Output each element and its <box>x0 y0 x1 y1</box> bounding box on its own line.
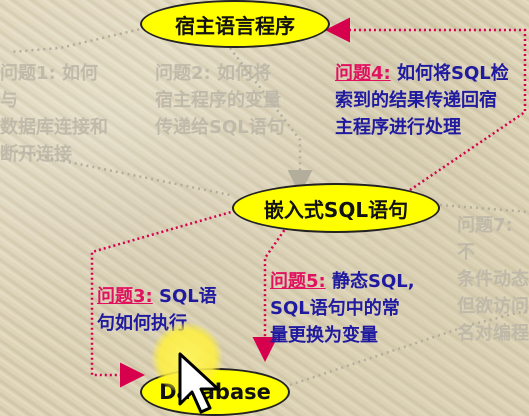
node-host-program: 宿主语言程序 <box>140 0 330 48</box>
question-7-label: 问题7: <box>457 215 513 236</box>
question-2: 问题2: 如何将 宿主程序的变量 传递给SQL语句 <box>155 60 315 141</box>
question-5: 问题5: 静态SQL, SQL语句中的常 量更换为变量 <box>270 268 445 349</box>
question-5-text: 静态SQL, SQL语句中的常 量更换为变量 <box>270 271 415 346</box>
connector-left-to-embedded <box>9 148 231 197</box>
question-4-label: 问题4: <box>335 63 391 84</box>
question-5-label: 问题5: <box>270 271 326 292</box>
connector-host-to-left <box>9 26 146 54</box>
question-7: 问题7: 不 条件动态 但欲访问 名对编程 <box>457 212 529 347</box>
question-3: 问题3: SQL语 句如何执行 <box>97 283 237 337</box>
question-1-text: 如何与 数据库连接和 断开连接 <box>0 63 108 165</box>
connector-embedded-to-database-q3 <box>90 206 246 388</box>
connector-embedded-to-right <box>439 203 529 214</box>
question-3-label: 问题3: <box>97 286 153 307</box>
question-3-text: SQL语 句如何执行 <box>97 286 217 334</box>
question-7-text: 不 条件动态 但欲访问 名对编程 <box>457 242 529 344</box>
node-host-program-label: 宿主语言程序 <box>175 13 295 38</box>
question-2-label: 问题2: <box>155 63 211 84</box>
connector-host-to-embedded <box>229 47 313 195</box>
node-embedded-sql: 嵌入式SQL语句 <box>232 183 440 233</box>
question-2-text: 如何将 宿主程序的变量 传递给SQL语句 <box>155 63 285 138</box>
question-1: 问题1: 如何与 数据库连接和 断开连接 <box>0 60 115 168</box>
node-embedded-sql-label: 嵌入式SQL语句 <box>263 197 409 222</box>
mouse-pointer-icon <box>178 352 220 414</box>
question-1-label: 问题1: <box>0 63 56 84</box>
question-4: 问题4: 如何将SQL检 索到的结果传递回宿 主程序进行处理 <box>335 60 529 141</box>
question-4-text: 如何将SQL检 索到的结果传递回宿 主程序进行处理 <box>335 63 509 138</box>
